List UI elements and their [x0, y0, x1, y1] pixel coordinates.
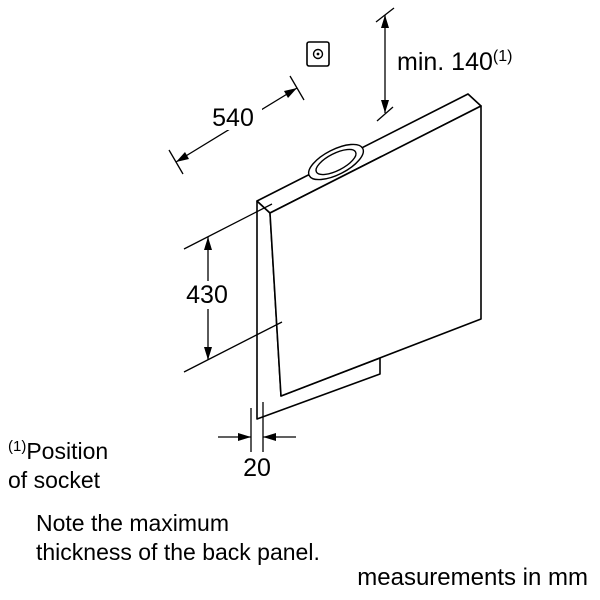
footnote-marker: (1) [8, 438, 27, 455]
dim-height-ext-bottom [183, 321, 283, 373]
dim-height-arrow-down [204, 347, 212, 360]
footnote-position-of-socket: (1)Position of socket [8, 437, 108, 495]
dim-thickness-arrow-right [238, 433, 251, 441]
dim-thickness-label: 20 [243, 454, 271, 482]
dim-thickness: 20 [218, 402, 296, 482]
socket-dot [316, 52, 320, 56]
dim-width: 540 [168, 75, 305, 175]
note-line2: thickness of the back panel. [36, 539, 320, 565]
dim-width-arrow-right [284, 88, 297, 98]
footnote-text1: Position [26, 438, 109, 464]
footnote-line1: (1)Position [8, 437, 108, 466]
duct-outlet-icon [307, 143, 365, 181]
dim-height-arrow-up [204, 237, 212, 250]
dim-thickness-arrow-left [263, 433, 276, 441]
dim-height: 430 [181, 203, 283, 373]
dim-min-clearance-arrow-down [381, 100, 389, 113]
dim-width-label: 540 [212, 104, 254, 132]
units-caption: measurements in mm [357, 564, 588, 591]
dim-min-clearance-arrow-up [381, 15, 389, 28]
dim-height-label: 430 [186, 281, 228, 309]
note-back-panel: Note the maximum thickness of the back p… [36, 509, 320, 567]
dim-height-ext-top [183, 203, 273, 250]
dim-min-clearance: min. 140(1) [375, 7, 512, 122]
footnote-text2: of socket [8, 467, 101, 493]
dim-min-clearance-tick-bottom [376, 106, 394, 122]
duct-outlet-inner-ring [315, 148, 357, 176]
note-line1: Note the maximum [36, 510, 230, 536]
socket-icon [306, 41, 330, 67]
dim-min-clearance-label: min. 140(1) [397, 48, 512, 76]
dim-width-arrow-left [176, 152, 189, 162]
dim-height-label-halo [181, 281, 233, 309]
dim-width-label-halo [204, 100, 262, 130]
footnote-line2: of socket [8, 466, 108, 495]
hood-drawing [256, 93, 482, 420]
hood-glass-panel [269, 105, 482, 397]
